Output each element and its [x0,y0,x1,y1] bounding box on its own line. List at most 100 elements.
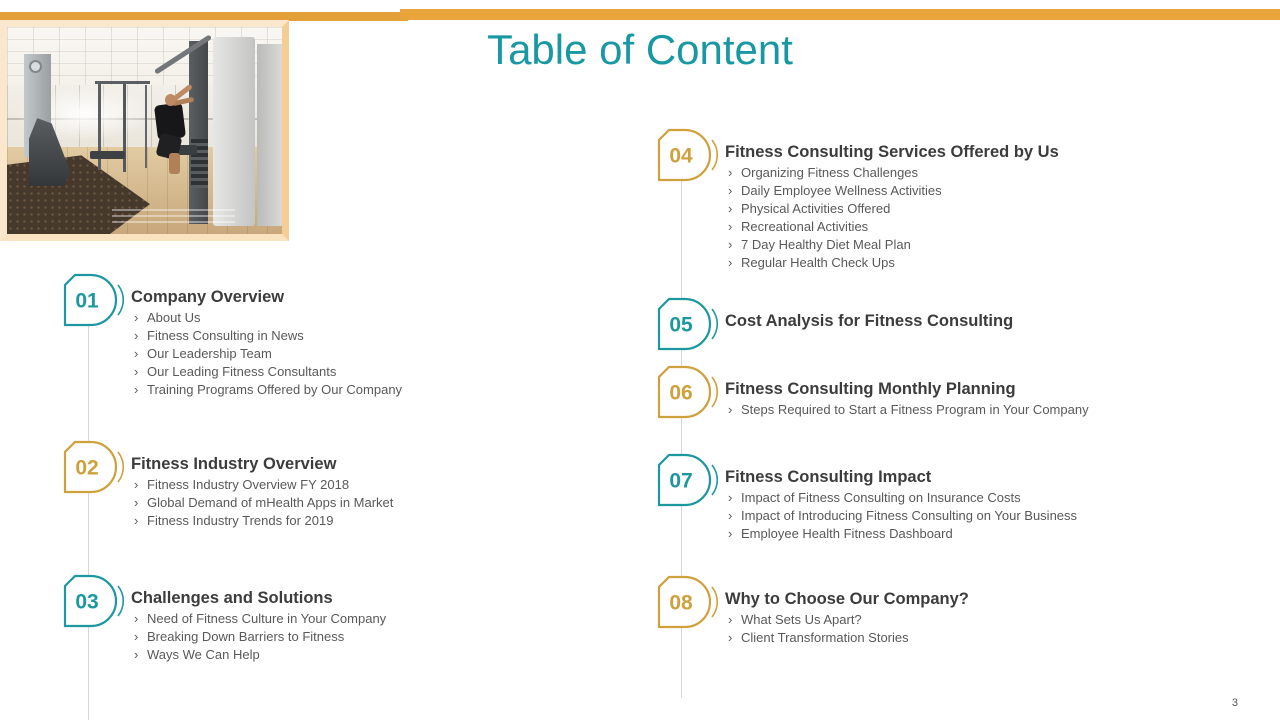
section-title: Challenges and Solutions [131,589,333,607]
toc-item-label: Fitness Consulting in News [147,328,304,343]
section-number: 06 [669,382,692,405]
toc-item-label: Steps Required to Start a Fitness Progra… [741,402,1089,417]
section-items: › Steps Required to Start a Fitness Progr… [725,401,1089,419]
toc-item: › Organizing Fitness Challenges [725,164,1059,182]
chevron-bullet-icon: › [728,490,733,505]
toc-item-label: Training Programs Offered by Our Company [147,382,403,397]
toc-item: ›Training Programs Offered by Our Compan… [131,381,402,399]
toc-section-03: 03 Challenges and Solutions ›Need of Fitne… [62,573,386,664]
toc-item: › Global Demand of mHealth Apps in Market [131,494,393,512]
chevron-bullet-icon: › [134,328,139,343]
section-items: › What Sets Us Apart? ›Client Transformati… [725,611,969,647]
photo-floor-glare [111,209,236,226]
toc-item-label: Organizing Fitness Challenges [741,165,919,180]
section-items: ›Fitness Industry Overview FY 2018›Globa… [131,476,393,530]
connector-line-right [681,152,682,698]
toc-item: ›Our Leadership Team [131,345,402,363]
toc-item-label: Breaking Down Barriers to Fitness [147,629,345,644]
toc-item-label: Physical Activities Offered [741,201,891,216]
section-title: Fitness Consulting Monthly Planning [725,380,1016,398]
section-number: 04 [669,145,693,168]
toc-item-label: About Us [147,310,201,325]
photo-cable-post [97,82,101,170]
chevron-bullet-icon: › [728,201,733,216]
chevron-bullet-icon: › [728,508,733,523]
photo-person-shin [169,153,181,174]
toc-item: › Employee Health Fitness Dashboard [725,525,1077,543]
chevron-bullet-icon: › [134,310,139,325]
toc-item: › Regular Health Check Ups [725,254,1059,272]
toc-item: › Our Leading Fitness Consultants [131,363,402,381]
toc-item: ›Fitness Industry Trends for 2019 [131,512,393,530]
toc-item: › Steps Required to Start a Fitness Progr… [725,401,1089,419]
photo-right-machine-panel [213,37,255,226]
section-number: 07 [669,470,692,493]
section-number-badge: 03 [63,574,125,628]
toc-item: ›Client Transformation Stories [725,629,969,647]
photo-bench [89,151,126,160]
section-number: 01 [75,290,99,313]
section-title: Fitness Industry Overview [131,455,337,473]
toc-item: › Recreational Activities [725,218,1059,236]
section-title: Why to Choose Our Company? [725,590,969,608]
photo-person-head [165,94,177,107]
section-number-badge: 02 [63,440,125,494]
photo-cable-crossbar [95,80,150,84]
section-number-badge: 08 [657,575,719,629]
section-title: Fitness Consulting Impact [725,468,932,486]
chevron-bullet-icon: › [728,219,733,234]
section-number-badge: 04 [657,128,719,182]
top-accent-bar-right [400,9,1280,20]
toc-item: › Physical Activities Offered [725,200,1059,218]
toc-item-label: 7 Day Healthy Diet Meal Plan [741,237,911,252]
toc-item: › About Us [131,309,402,327]
chevron-bullet-icon: › [134,477,139,492]
toc-item-label: Our Leading Fitness Consultants [147,364,337,379]
chevron-bullet-icon: › [134,629,139,644]
section-number-badge: 06 [657,365,719,419]
toc-section-08: 08 Why to Choose Our Company? › What Sets U… [656,574,969,647]
toc-item-label: Global Demand of mHealth Apps in Market [147,495,394,510]
section-number: 05 [669,314,693,337]
slide-title: Table of Content [487,26,793,73]
gym-photo [7,27,282,234]
photo-pillar-logo [29,60,42,74]
chevron-bullet-icon: › [134,647,139,662]
chevron-bullet-icon: › [728,630,733,645]
toc-item-label: What Sets Us Apart? [741,612,862,627]
toc-section-04: 04 Fitness Consulting Services Offered by… [656,127,1059,272]
toc-item-label: Fitness Industry Trends for 2019 [147,513,334,528]
chevron-bullet-icon: › [728,165,733,180]
toc-item: › What Sets Us Apart? [725,611,969,629]
toc-item: › Breaking Down Barriers to Fitness [131,628,386,646]
toc-item-label: Regular Health Check Ups [741,255,895,270]
toc-item-label: Employee Health Fitness Dashboard [741,526,953,541]
section-title: Fitness Consulting Services Offered by U… [725,143,1059,161]
section-number-badge: 01 [63,273,125,327]
chevron-bullet-icon: › [728,612,733,627]
top-accent-bar-left [0,12,408,21]
toc-item-label: Ways We Can Help [147,647,260,662]
section-items: ›Need of Fitness Culture in Your Company… [131,610,386,664]
toc-item: ›Need of Fitness Culture in Your Company [131,610,386,628]
chevron-bullet-icon: › [728,255,733,270]
chevron-bullet-icon: › [134,495,139,510]
toc-item-label: Daily Employee Wellness Activities [741,183,942,198]
section-items: ›About Us›Fitness Consulting in News›Our… [131,309,402,399]
toc-section-06: 06 Fitness Consulting Monthly Planning › St… [656,364,1089,420]
toc-item-label: Recreational Activities [741,219,869,234]
toc-item-label: Impact of Introducing Fitness Consulting… [741,508,1078,523]
toc-item: ›7 Day Healthy Diet Meal Plan [725,236,1059,254]
chevron-bullet-icon: › [728,526,733,541]
chevron-bullet-icon: › [134,611,139,626]
chevron-bullet-icon: › [728,402,733,417]
section-number: 03 [75,591,98,614]
toc-item-label: Impact of Fitness Consulting on Insuranc… [741,490,1021,505]
photo-machine-seat [172,144,197,156]
toc-item: › Impact of Introducing Fitness Consultin… [725,507,1077,525]
chevron-bullet-icon: › [134,364,139,379]
photo-cable-post [122,80,126,172]
